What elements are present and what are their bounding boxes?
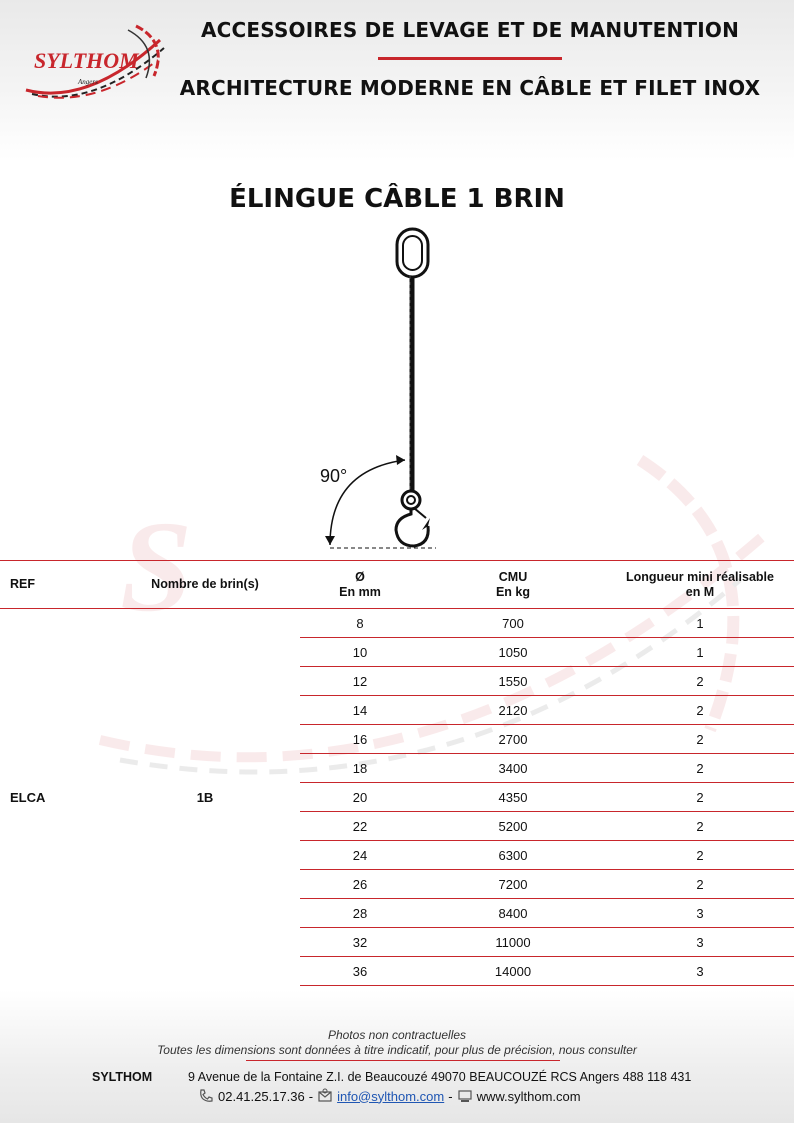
diameter-cell: 16 <box>300 724 420 754</box>
table-row: 32 11000 3 <box>0 927 794 957</box>
diameter-cell: 36 <box>300 956 420 986</box>
diameter-cell: 26 <box>300 869 420 899</box>
footer-disclaimer-dimensions: Toutes les dimensions sont données à tit… <box>157 1043 637 1057</box>
diameter-cell: 20 <box>300 782 420 812</box>
cmu-cell: 6300 <box>420 840 606 870</box>
footer-disclaimer-photos: Photos non contractuelles <box>327 1028 467 1042</box>
cmu-cell: 1050 <box>420 637 606 667</box>
diameter-cell: 14 <box>300 695 420 725</box>
cmu-cell: 11000 <box>420 927 606 957</box>
length-cell: 1 <box>606 637 794 667</box>
table-row: 22 5200 2 <box>0 811 794 841</box>
cmu-cell: 3400 <box>420 753 606 783</box>
cmu-cell: 700 <box>420 608 606 638</box>
diameter-cell: 24 <box>300 840 420 870</box>
phone-icon <box>200 1089 213 1102</box>
footer-company: SYLTHOM <box>92 1070 153 1084</box>
length-cell: 2 <box>606 724 794 754</box>
header-title-line2: ARCHITECTURE MODERNE EN CÂBLE ET FILET I… <box>179 76 761 100</box>
table-row: 12 1550 2 <box>0 666 794 696</box>
table-row: 14 2120 2 <box>0 695 794 725</box>
diameter-cell: 32 <box>300 927 420 957</box>
header-title-line1: ACCESSOIRES DE LEVAGE ET DE MANUTENTION <box>200 18 740 42</box>
page-header <box>0 0 794 160</box>
angle-label: 90° <box>320 466 348 486</box>
logo-subtext: Angers <box>77 78 98 86</box>
phone-number: 02.41.25.17.36 <box>218 1088 305 1104</box>
diameter-cell: 22 <box>300 811 420 841</box>
length-cell: 2 <box>606 782 794 812</box>
hook-icon <box>394 509 430 548</box>
brins-cell: 1B <box>196 789 214 805</box>
length-cell: 2 <box>606 753 794 783</box>
table-row: 18 3400 2 <box>0 753 794 783</box>
email-link[interactable]: info@sylthom.com <box>337 1088 445 1104</box>
length-cell: 3 <box>606 956 794 986</box>
product-title: ÉLINGUE CÂBLE 1 BRIN <box>229 184 565 214</box>
cmu-cell: 8400 <box>420 898 606 928</box>
cmu-cell: 2700 <box>420 724 606 754</box>
cmu-cell: 7200 <box>420 869 606 899</box>
ref-cell: ELCA <box>10 789 46 805</box>
table-row: 28 8400 3 <box>0 898 794 928</box>
col-header-brins: Nombre de brin(s) <box>110 560 300 609</box>
footer-contact: 02.41.25.17.36 - info@sylthom.com - www.… <box>198 1088 581 1104</box>
length-cell: 2 <box>606 666 794 696</box>
logo-text: SYLTHOM <box>34 48 140 73</box>
footer-divider <box>246 1060 560 1061</box>
table-row: 24 6300 2 <box>0 840 794 870</box>
cmu-cell: 4350 <box>420 782 606 812</box>
diameter-cell: 18 <box>300 753 420 783</box>
table-row: 16 2700 2 <box>0 724 794 754</box>
table-row: 10 1050 1 <box>0 637 794 667</box>
length-cell: 2 <box>606 840 794 870</box>
website-link[interactable]: www.sylthom.com <box>476 1088 581 1104</box>
cmu-cell: 2120 <box>420 695 606 725</box>
length-cell: 2 <box>606 695 794 725</box>
table-row: 26 7200 2 <box>0 869 794 899</box>
sylthom-logo: SYLTHOM Angers <box>25 24 165 99</box>
table-row: 36 14000 3 <box>0 956 794 986</box>
diameter-cell: 12 <box>300 666 420 696</box>
sling-diagram <box>325 227 436 549</box>
diameter-cell: 28 <box>300 898 420 928</box>
length-cell: 3 <box>606 898 794 928</box>
cmu-cell: 5200 <box>420 811 606 841</box>
length-cell: 2 <box>606 869 794 899</box>
page-footer <box>0 990 794 1123</box>
mail-icon <box>318 1088 332 1102</box>
table-row: ELCA 1B 8 700 1 <box>0 608 794 805</box>
length-cell: 1 <box>606 608 794 638</box>
footer-address: 9 Avenue de la Fontaine Z.I. de Beaucouz… <box>188 1070 692 1084</box>
col-header-ref: REF <box>0 560 110 609</box>
diameter-cell: 10 <box>300 637 420 667</box>
length-cell: 3 <box>606 927 794 957</box>
diameter-cell: 8 <box>300 608 420 638</box>
cmu-cell: 14000 <box>420 956 606 986</box>
header-divider <box>378 57 562 60</box>
cmu-cell: 1550 <box>420 666 606 696</box>
length-cell: 2 <box>606 811 794 841</box>
computer-icon <box>457 1090 472 1102</box>
table-row: 20 4350 2 <box>0 782 794 812</box>
